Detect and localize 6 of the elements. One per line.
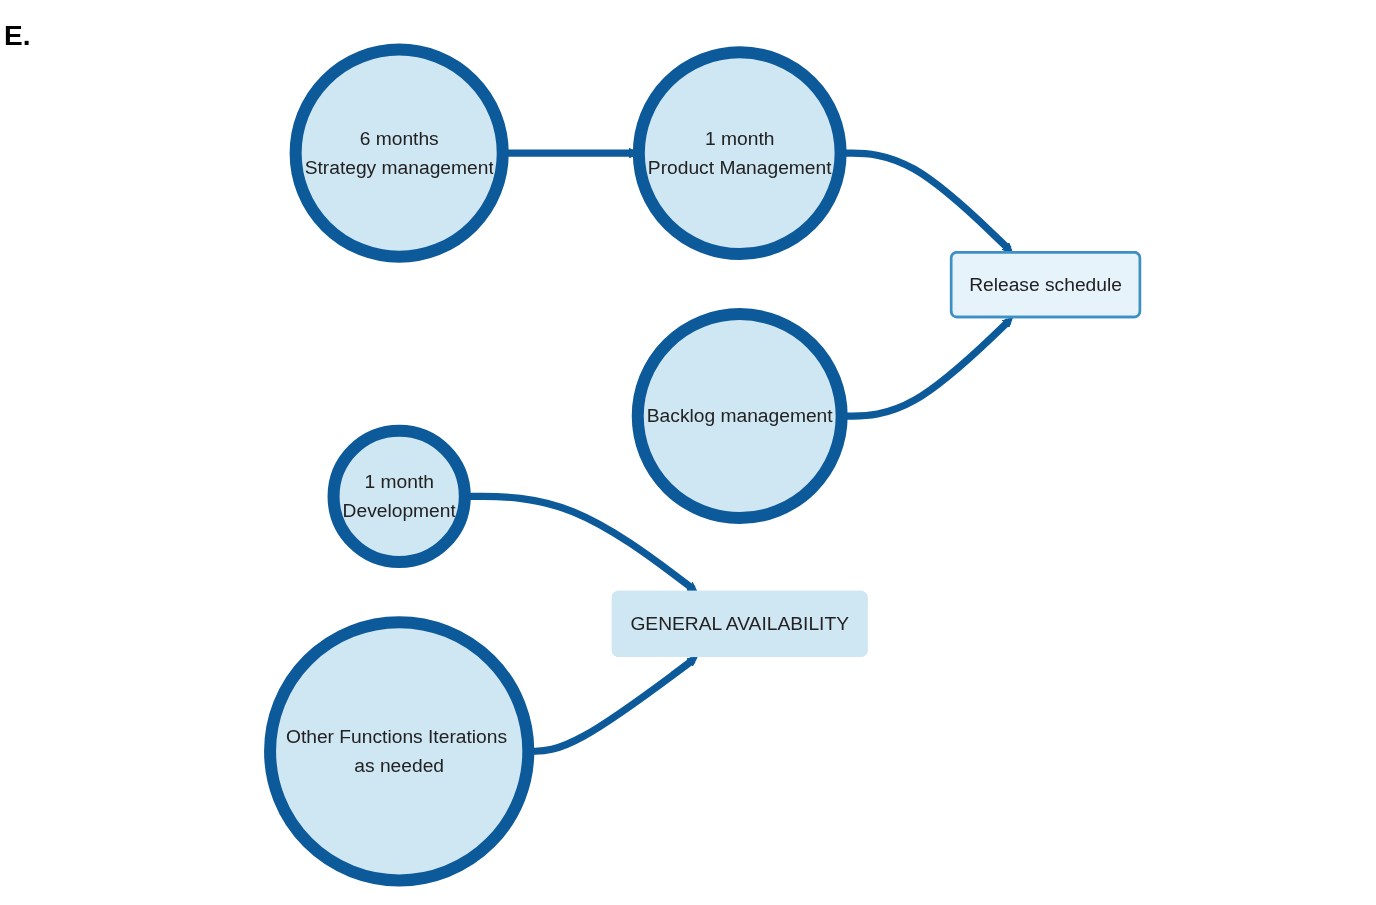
node-circle: 1 month Development xyxy=(327,424,471,569)
node-circle: 6 months Strategy management xyxy=(289,43,509,263)
node-circle: Other Functions Iterations as needed xyxy=(264,616,535,887)
panel-letter: E. xyxy=(4,20,31,52)
node-circle: 1 month Product Management xyxy=(632,46,847,261)
node-circle: Backlog management xyxy=(631,308,848,525)
